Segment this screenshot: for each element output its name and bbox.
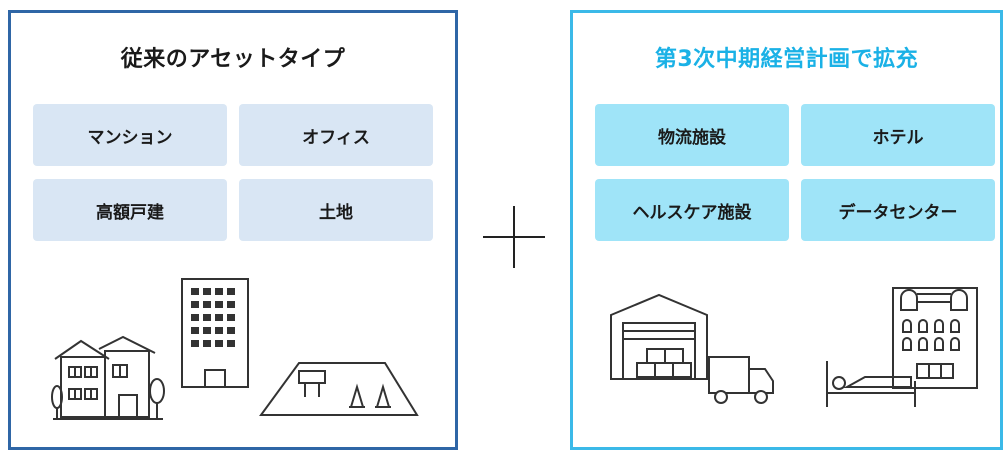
traditional-assets-title: 従来のアセットタイプ: [120, 47, 346, 72]
delivery-truck-icon: [707, 355, 775, 411]
warehouse-icon: [609, 293, 709, 385]
tag-luxury-house: 高額戸建: [33, 179, 227, 241]
house-icon: [51, 331, 165, 425]
traditional-assets-panel: 従来のアセットタイプ マンション オフィス 高額戸建 土地: [8, 10, 458, 450]
land-plot-icon: [259, 361, 419, 421]
patient-bed-icon: [825, 359, 925, 413]
expanded-assets-panel: 第3次中期経営計画で拡充 物流施設 ホテル ヘルスケア施設 データセンター: [570, 10, 1003, 450]
tag-data-center: データセンター: [801, 179, 995, 241]
tag-logistics: 物流施設: [595, 104, 789, 166]
office-building-icon: [181, 278, 251, 394]
hotel-building-icon: [891, 280, 981, 394]
tag-mansion: マンション: [33, 104, 227, 166]
plus-icon: [483, 206, 545, 268]
tag-hotel: ホテル: [801, 104, 995, 166]
tag-healthcare: ヘルスケア施設: [595, 179, 789, 241]
tag-office: オフィス: [239, 104, 433, 166]
tag-land: 土地: [239, 179, 433, 241]
expanded-assets-title: 第3次中期経営計画で拡充: [654, 47, 919, 72]
